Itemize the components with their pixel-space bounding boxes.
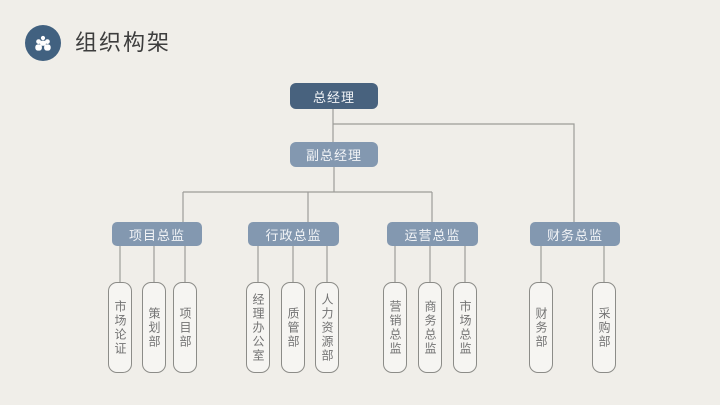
- org-node-dept: 营销总监: [383, 282, 407, 373]
- dept-label: 营销总监: [388, 299, 402, 356]
- dept-label: 项目部: [178, 306, 192, 349]
- org-node-operations-director: 运营总监: [387, 222, 478, 246]
- org-node-dept: 策划部: [142, 282, 166, 373]
- dept-label: 质管部: [286, 306, 300, 349]
- org-node-dept: 经理办公室: [246, 282, 270, 373]
- org-node-dept: 人力资源部: [315, 282, 339, 373]
- dept-label: 财务部: [534, 306, 548, 349]
- org-node-admin-director: 行政总监: [248, 222, 339, 246]
- slide-header: 组织构架: [25, 25, 171, 61]
- dept-label: 策划部: [147, 306, 161, 349]
- org-node-finance-director: 财务总监: [530, 222, 620, 246]
- org-node-deputy-general-manager: 副总经理: [290, 142, 378, 167]
- org-node-dept: 采购部: [592, 282, 616, 373]
- dept-label: 人力资源部: [320, 292, 334, 363]
- org-node-dept: 市场论证: [108, 282, 132, 373]
- dept-label: 商务总监: [423, 299, 437, 356]
- dept-label: 经理办公室: [251, 292, 265, 363]
- org-node-dept: 市场总监: [453, 282, 477, 373]
- org-node-dept: 质管部: [281, 282, 305, 373]
- page-title: 组织构架: [75, 30, 172, 55]
- dept-label: 市场总监: [458, 299, 472, 356]
- org-node-dept: 财务部: [529, 282, 553, 373]
- org-node-project-director: 项目总监: [112, 222, 202, 246]
- people-group-icon: [25, 25, 61, 61]
- dept-label: 采购部: [597, 306, 611, 349]
- org-node-general-manager: 总经理: [290, 83, 378, 109]
- org-node-dept: 项目部: [173, 282, 197, 373]
- org-node-dept: 商务总监: [418, 282, 442, 373]
- dept-label: 市场论证: [113, 299, 127, 356]
